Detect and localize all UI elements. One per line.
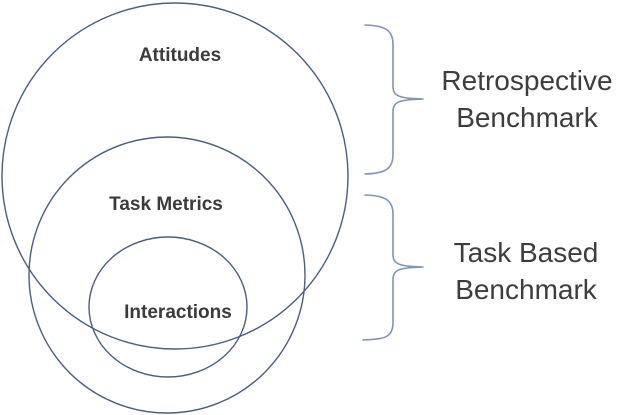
retrospective-benchmark-label-line1: Retrospective xyxy=(441,65,613,96)
retrospective-benchmark-label-line2: Benchmark xyxy=(456,102,598,133)
task-metrics-label: Task Metrics xyxy=(109,194,223,215)
task-metrics-circle-outline xyxy=(28,136,306,414)
retrospective-brace xyxy=(364,24,424,175)
attitudes-circle-outline xyxy=(1,2,349,350)
interactions-circle-outline xyxy=(88,236,248,378)
task-based-brace xyxy=(362,194,424,341)
task-based-benchmark-label-line2: Benchmark xyxy=(455,274,597,305)
retrospective-benchmark-label: Retrospective Benchmark xyxy=(441,62,612,136)
attitudes-label: Attitudes xyxy=(138,45,222,66)
interactions-label: Interactions xyxy=(124,302,232,323)
task-based-benchmark-label: Task Based Benchmark xyxy=(454,234,599,308)
task-based-benchmark-label-line1: Task Based xyxy=(453,237,599,268)
